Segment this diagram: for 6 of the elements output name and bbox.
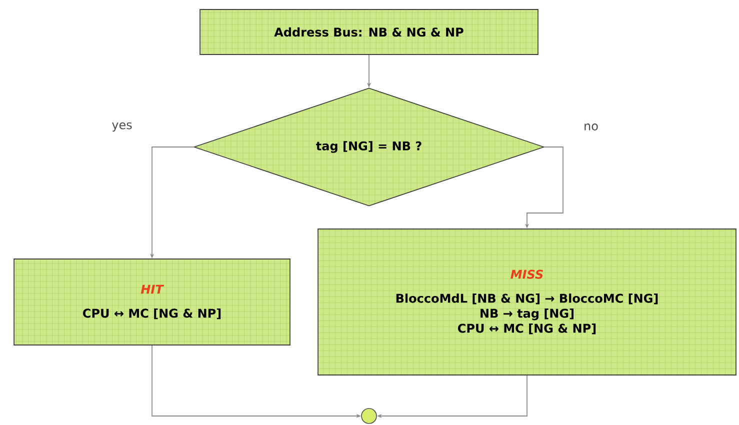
- process-box: HIT CPU ↔ MC [NG & NP]: [14, 258, 290, 346]
- edge-label: yes: [110, 121, 134, 133]
- connector-circle: [361, 408, 377, 424]
- process-box: MISS BloccoMdL [NB & NG] → BloccoMC [NG] NB → tag [NG] CPU ↔ MC [NG & NP]: [318, 228, 736, 376]
- edge-label: no: [582, 122, 600, 132]
- process-box: Address Bus: NB & NG & NP: [200, 9, 538, 55]
